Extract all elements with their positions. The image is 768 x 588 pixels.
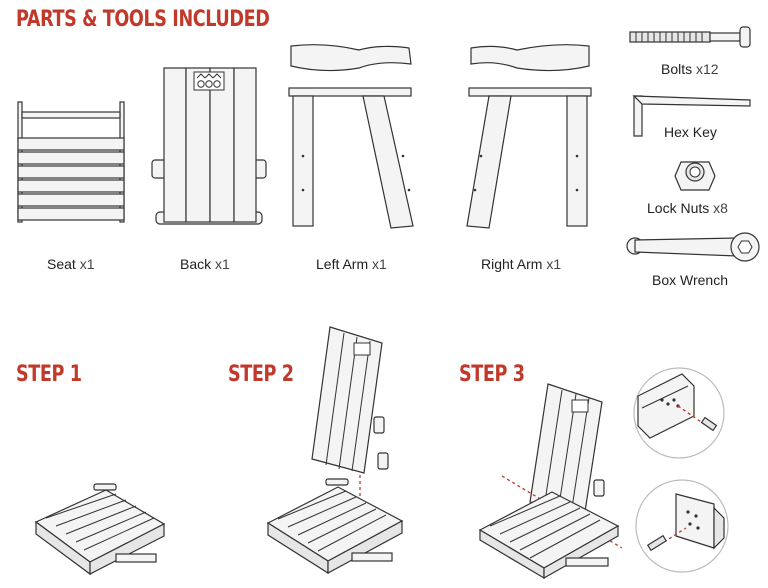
right-arm-illustration	[466, 44, 592, 229]
tool-name: Lock Nuts	[647, 200, 710, 216]
back-illustration	[151, 67, 267, 225]
part-qty: x1	[372, 256, 387, 272]
step-3-illustration	[478, 383, 623, 580]
tool-label-bolts: Bolts x12	[661, 61, 719, 77]
left-arm-illustration	[288, 44, 414, 229]
part-label-right-arm: Right Arm x1	[481, 256, 561, 272]
part-label-left-arm: Left Arm x1	[316, 256, 387, 272]
part-qty: x1	[79, 256, 95, 272]
tool-label-lock-nuts: Lock Nuts x8	[647, 200, 728, 216]
part-name: Left Arm	[316, 256, 369, 272]
part-qty: x1	[546, 256, 562, 272]
seat-illustration	[17, 101, 125, 223]
detail-circle-bottom	[635, 479, 729, 573]
step-1-illustration	[34, 483, 166, 576]
logo-emblem	[193, 71, 225, 91]
detail-circle-top	[633, 367, 725, 459]
tool-label-box-wrench: Box Wrench	[652, 272, 728, 288]
tool-name: Hex Key	[664, 124, 717, 140]
part-label-back: Back x1	[180, 256, 230, 272]
tool-name: Bolts	[661, 61, 693, 77]
part-label-seat: Seat x1	[47, 256, 95, 272]
step-2-illustration	[266, 326, 404, 575]
tool-name: Box Wrench	[652, 272, 728, 288]
part-qty: x1	[215, 256, 230, 272]
part-name: Right Arm	[481, 256, 543, 272]
tool-qty: x8	[713, 200, 728, 216]
part-name: Back	[180, 256, 212, 272]
box-wrench-icon	[626, 232, 760, 262]
bolt-icon	[629, 26, 751, 48]
lock-nut-icon	[674, 161, 716, 191]
step-1-heading: STEP 1	[16, 362, 82, 387]
step-2-heading: STEP 2	[228, 362, 294, 387]
step-3-heading: STEP 3	[459, 362, 525, 387]
hex-key-icon	[632, 95, 751, 137]
parts-tools-heading: PARTS & TOOLS INCLUDED	[16, 7, 270, 32]
part-name: Seat	[47, 256, 76, 272]
tool-qty: x12	[696, 61, 719, 77]
tool-label-hex-key: Hex Key	[664, 124, 717, 140]
